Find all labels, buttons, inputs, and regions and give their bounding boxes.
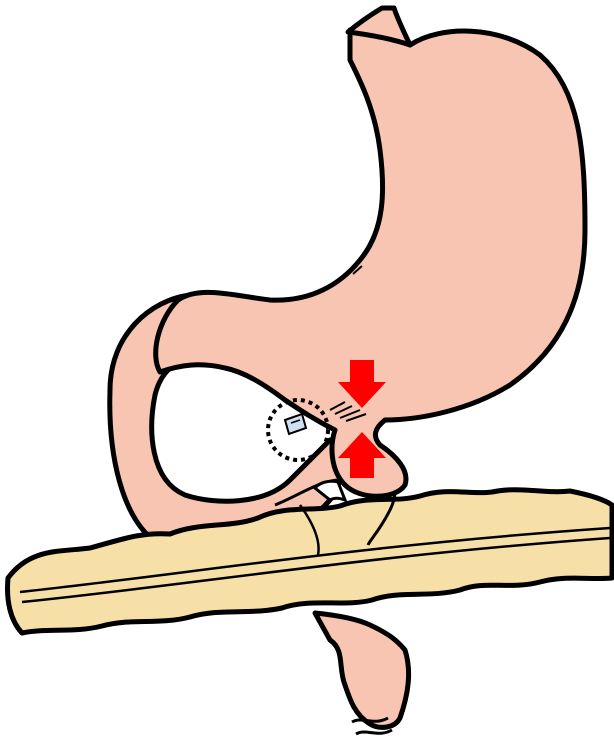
gastric-illustration — [0, 0, 614, 749]
anatomy-diagram — [0, 0, 614, 749]
